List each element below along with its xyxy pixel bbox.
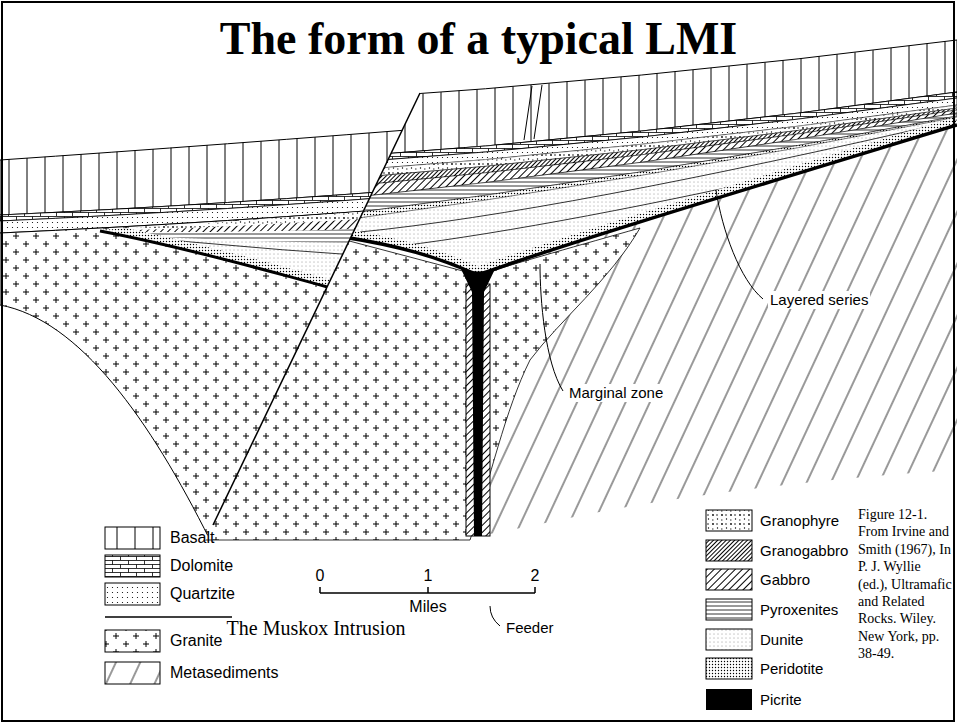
leader-line bbox=[490, 606, 500, 626]
leader-line bbox=[540, 264, 563, 391]
legend-label: Granite bbox=[170, 631, 222, 650]
legend-swatch bbox=[706, 510, 752, 531]
legend-label: Quartzite bbox=[170, 584, 235, 603]
legend-label: Basalt bbox=[170, 528, 214, 547]
peridotite-band bbox=[330, 116, 957, 222]
legend-swatch bbox=[706, 540, 752, 561]
legend-label: Picrite bbox=[760, 691, 802, 709]
slide-title: The form of a typical LMI bbox=[0, 14, 957, 65]
picrite-contact bbox=[330, 125, 957, 275]
legend-label: Granophyre bbox=[760, 512, 839, 530]
legend-label: Dolomite bbox=[170, 556, 233, 575]
legend-label: Gabbro bbox=[760, 571, 810, 589]
figure-name: The Muskox Intrusion bbox=[227, 616, 406, 640]
legend-swatch bbox=[706, 689, 752, 710]
legend-swatch bbox=[706, 658, 752, 679]
zone-label: Marginal zone bbox=[567, 384, 665, 402]
legend-swatch bbox=[706, 569, 752, 590]
legend-swatch bbox=[105, 527, 160, 549]
legend-swatch bbox=[105, 630, 160, 652]
leader-line bbox=[716, 190, 763, 299]
fault-line bbox=[213, 93, 420, 525]
legend-swatch bbox=[706, 629, 752, 650]
legend-swatch bbox=[105, 583, 160, 605]
legend-label: Metasediments bbox=[170, 663, 279, 682]
legend-label: Dunite bbox=[760, 631, 803, 649]
scale-number: 0 bbox=[316, 566, 325, 585]
intrusion-body bbox=[330, 105, 957, 275]
marginal-peridotite bbox=[330, 125, 957, 275]
feeder-label: Feeder bbox=[504, 619, 556, 637]
feeder-core bbox=[460, 267, 496, 536]
scale-number: 1 bbox=[424, 566, 433, 585]
basalt-dike bbox=[524, 85, 542, 140]
figure-caption: Figure 12-1. From Irvine and Smith (1967… bbox=[858, 506, 952, 663]
layer-label: Layered series bbox=[768, 291, 870, 309]
scale-number: 2 bbox=[531, 566, 540, 585]
legend-swatch bbox=[706, 599, 752, 620]
legend-label: Granogabbro bbox=[760, 542, 848, 560]
legend-divider bbox=[105, 616, 232, 618]
legend-label: Pyroxenites bbox=[760, 601, 838, 619]
legend-swatch bbox=[105, 662, 160, 684]
pyroxenite-band bbox=[330, 113, 957, 216]
legend-label: Peridotite bbox=[760, 660, 823, 678]
scale-unit: Miles bbox=[409, 597, 446, 616]
legend-swatch bbox=[105, 555, 160, 577]
scale-bar bbox=[320, 587, 535, 593]
